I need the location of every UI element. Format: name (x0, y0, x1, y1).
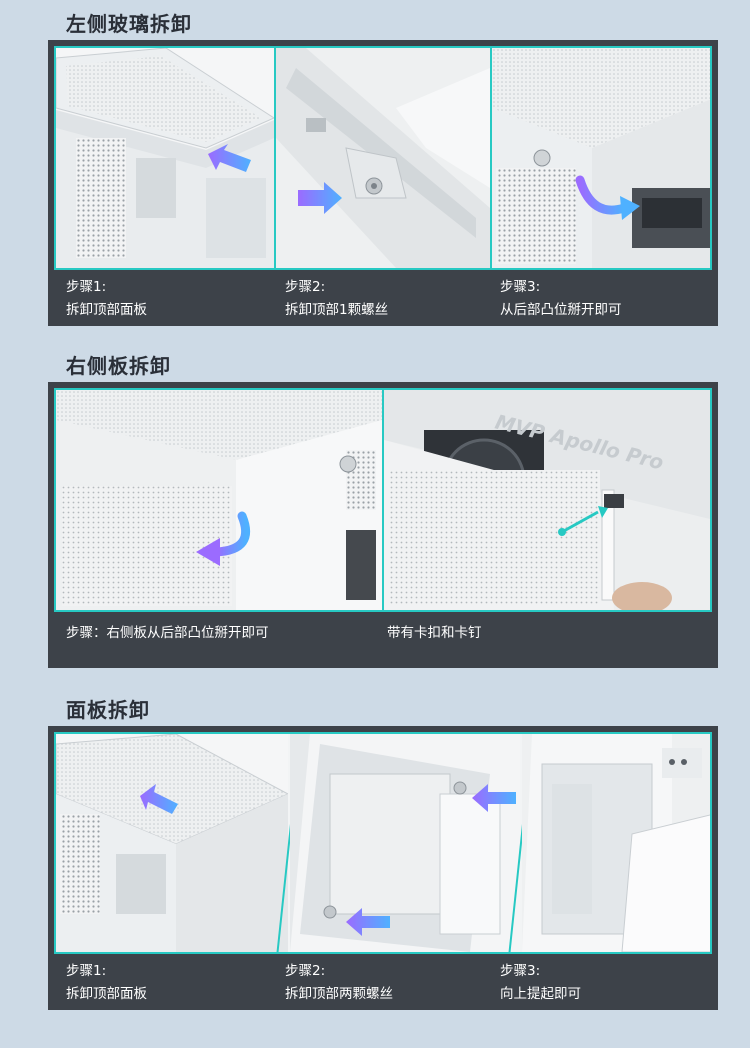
photo-pry-rear-tab (492, 48, 710, 268)
divider (274, 48, 276, 268)
photo-clips-and-pins: MVP Apollo Pro (384, 390, 710, 610)
photo-remove-top-panel (56, 48, 274, 268)
step-2-caption: 步骤2: 拆卸顶部1颗螺丝 (285, 279, 389, 318)
panel-front-panel: 步骤1: 拆卸顶部面板 步骤2: 拆卸顶部两颗螺丝 步骤3: 向上提起即可 (48, 726, 718, 1010)
front-step-1-caption: 步骤1: 拆卸顶部面板 (66, 963, 147, 1002)
panel-right-panel: MVP Apollo Pro 步骤：右侧板从后部凸位掰开即可 带有卡扣和卡钉 (48, 382, 718, 668)
section-title-front-panel: 面板拆卸 (66, 698, 150, 722)
arrow-icon (298, 182, 342, 214)
curved-arrow-icon (196, 511, 251, 566)
divider (382, 390, 384, 610)
section-title-right-panel: 右侧板拆卸 (66, 354, 171, 378)
photo-strip-left-glass (54, 46, 712, 270)
divider (490, 48, 492, 268)
double-arrow-icon (558, 506, 608, 536)
arrow-icon (140, 784, 178, 814)
step-1-caption: 步骤1: 拆卸顶部面板 (66, 279, 147, 318)
photo-pry-right-panel (56, 390, 382, 610)
photo-remove-top-panel-2 (56, 734, 288, 952)
front-step-3-caption: 步骤3: 向上提起即可 (500, 963, 581, 1002)
arrow-icon (346, 908, 390, 936)
curved-arrow-icon (575, 175, 640, 220)
panel-left-glass: 步骤1: 拆卸顶部面板 步骤2: 拆卸顶部1颗螺丝 步骤3: 从后部凸位掰开即可 (48, 40, 718, 326)
arrow-icon (472, 784, 516, 812)
photo-remove-two-screws (290, 734, 520, 952)
right-panel-step-caption: 步骤：右侧板从后部凸位掰开即可 (66, 625, 269, 641)
photo-strip-front-panel (54, 732, 712, 954)
arrow-icon (208, 144, 251, 172)
photo-lift-front-panel (522, 734, 710, 952)
front-step-2-caption: 步骤2: 拆卸顶部两颗螺丝 (285, 963, 393, 1002)
photo-remove-top-screw (276, 48, 490, 268)
clips-caption: 带有卡扣和卡钉 (387, 625, 482, 641)
section-title-left-glass: 左侧玻璃拆卸 (66, 12, 192, 36)
photo-strip-right-panel: MVP Apollo Pro (54, 388, 712, 612)
step-3-caption: 步骤3: 从后部凸位掰开即可 (500, 279, 622, 318)
